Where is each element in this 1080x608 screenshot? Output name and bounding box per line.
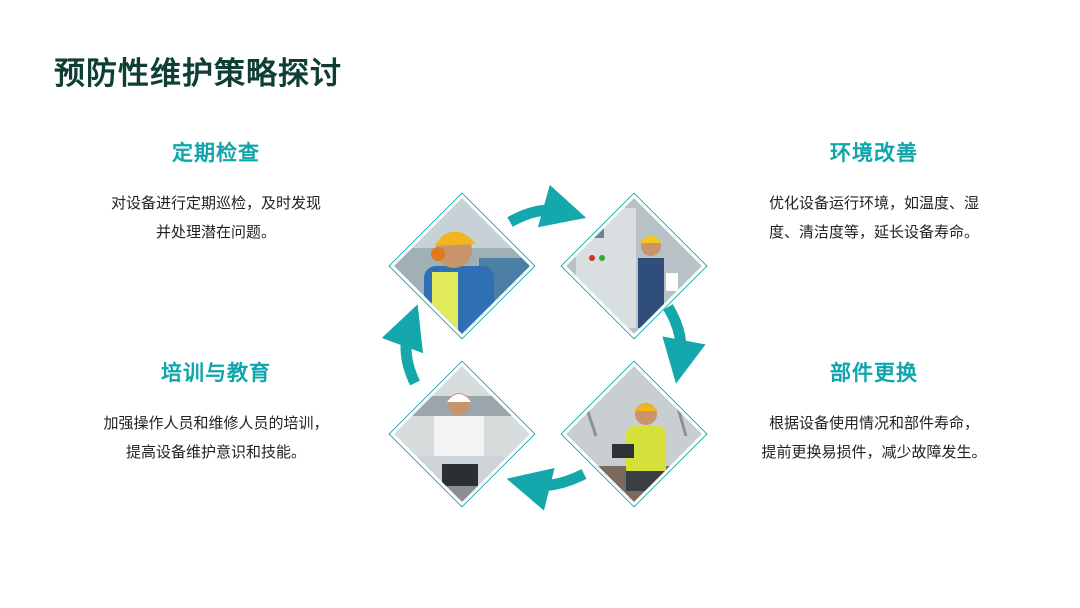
section-heading: 环境改善 (830, 141, 918, 165)
section-parts-replacement: 部件更换 根据设备使用情况和部件寿命，提前更换易损件，减少故障发生。 (724, 357, 1024, 467)
section-heading: 培训与教育 (161, 361, 271, 385)
arrow-bottom-icon (506, 467, 587, 511)
section-text: 对设备进行定期巡检，及时发现并处理潜在问题。 (110, 194, 321, 241)
section-text: 优化设备运行环境，如温度、湿度、清洁度等，延长设备寿命。 (768, 194, 979, 241)
section-heading: 部件更换 (830, 361, 918, 385)
arrow-top-icon (507, 184, 587, 228)
page-title: 预防性维护策略探讨 (54, 56, 342, 92)
section-heading: 定期检查 (172, 141, 260, 165)
section-training-education: 培训与教育 加强操作人员和维修人员的培训，提高设备维护意识和技能。 (66, 357, 366, 467)
section-text: 加强操作人员和维修人员的培训，提高设备维护意识和技能。 (103, 414, 329, 461)
arrow-right-icon (662, 304, 706, 384)
section-text: 根据设备使用情况和部件寿命，提前更换易损件，减少故障发生。 (761, 414, 987, 461)
section-regular-inspection: 定期检查 对设备进行定期巡检，及时发现并处理潜在问题。 (66, 137, 366, 247)
arrow-left-icon (381, 304, 424, 386)
section-environment-improvement: 环境改善 优化设备运行环境，如温度、湿度、清洁度等，延长设备寿命。 (724, 137, 1024, 247)
